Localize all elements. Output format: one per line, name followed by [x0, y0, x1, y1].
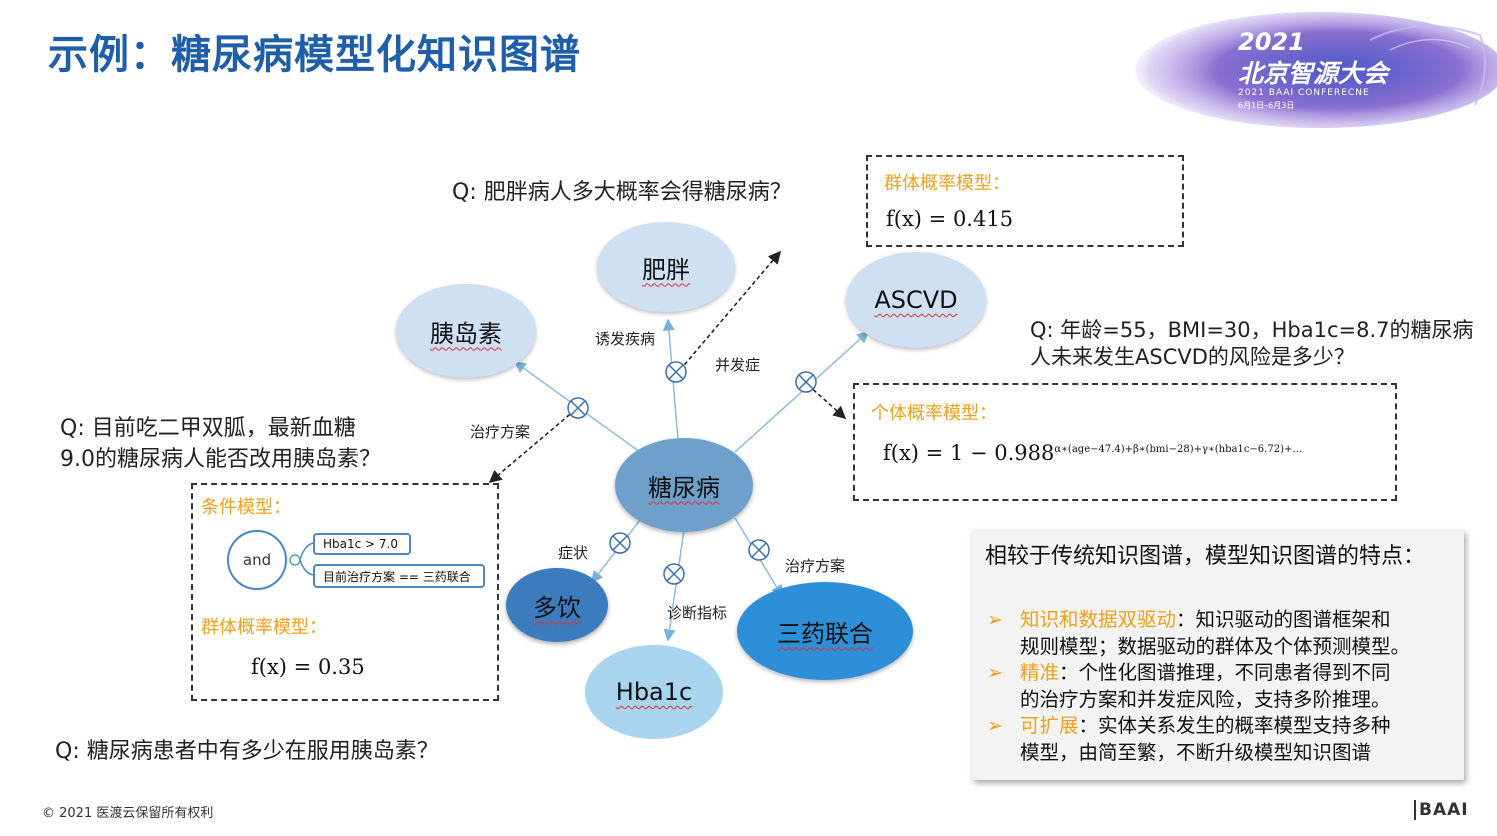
footer-copyright: © 2021 医渡云保留所有权利: [42, 806, 214, 821]
node-obesity[interactable]: 肥胖: [597, 222, 735, 312]
feature-item-1-line1: 知识和数据双驱动：知识驱动的图谱框架和: [1020, 608, 1391, 631]
conference-logo: [1135, 12, 1497, 128]
features-panel: [972, 530, 1464, 780]
condition-connector: [227, 530, 316, 590]
edge-model-icon[interactable]: [663, 563, 685, 585]
bullet-arrow-icon: ➢: [987, 714, 1004, 737]
feature-item-3-line2: 模型，由简至繁，不断升级模型知识图谱: [1020, 741, 1372, 764]
node-ascvd[interactable]: ASCVD: [846, 252, 986, 348]
edge-model-icon[interactable]: [748, 539, 770, 561]
group-model-formula: f(x) = 0.415: [886, 207, 1014, 231]
condition-treatment: 目前治疗方案 == 三药联合: [313, 564, 485, 588]
edge-model-icon[interactable]: [609, 532, 631, 554]
logo-subtitle: 2021 BAAI CONFERECNE: [1238, 88, 1370, 98]
relation-symptom: 症状: [558, 544, 589, 562]
node-triple-therapy[interactable]: 三药联合: [737, 582, 913, 680]
node-insulin[interactable]: 胰岛素: [396, 284, 536, 378]
bullet-arrow-icon: ➢: [987, 661, 1004, 684]
feature-item-3-line1: 可扩展：实体关系发生的概率模型支持多种: [1020, 714, 1391, 737]
logo-year: 2021: [1238, 28, 1305, 56]
condition-model-label: 条件模型：: [201, 497, 291, 518]
feature-item-1-line2: 规则模型；数据驱动的群体及个体预测模型。: [1020, 635, 1411, 658]
condition-hba1c: Hba1c > 7.0: [313, 533, 411, 555]
feature-item-2-line2: 的治疗方案和并发症风险，支持多阶推理。: [1020, 688, 1391, 711]
group-model-formula: f(x) = 0.35: [251, 655, 365, 679]
relation-treatment-right: 治疗方案: [785, 557, 846, 575]
relation-complication: 并发症: [715, 356, 761, 374]
edge-model-icon[interactable]: [665, 361, 687, 383]
and-node: and: [242, 551, 272, 569]
feature-item-2-line1: 精准：个性化图谱推理，不同患者得到不同: [1020, 661, 1391, 684]
group-model-label: 群体概率模型：: [884, 173, 1010, 194]
individual-model-formula: f(x) = 1 − 0.988α∗(age−47.4)+β∗(bmi−28)+…: [883, 441, 1303, 465]
edge-model-icon[interactable]: [567, 397, 589, 419]
node-hba1c[interactable]: Hba1c: [585, 645, 723, 739]
individual-model-label: 个体概率模型：: [871, 403, 997, 424]
footer-brand-logo: BAAI: [1414, 800, 1469, 820]
edge-model-icon[interactable]: [795, 371, 817, 393]
question-insulin-line2: 9.0的糖尿病人能否改用胰岛素？: [60, 447, 381, 472]
relation-treatment-left: 治疗方案: [470, 423, 531, 441]
question-obesity: Q: 肥胖病人多大概率会得糖尿病？: [452, 180, 792, 205]
page-title: 示例：糖尿病模型化知识图谱: [48, 32, 581, 78]
question-insulin-line1: Q: 目前吃二甲双胍，最新血糖: [60, 416, 356, 441]
question-population: Q: 糖尿病患者中有多少在服用胰岛素？: [55, 739, 439, 764]
logo-name: 北京智源大会: [1238, 59, 1389, 88]
bullet-arrow-icon: ➢: [987, 608, 1004, 631]
features-heading: 相较于传统知识图谱，模型知识图谱的特点：: [985, 544, 1426, 569]
node-diabetes[interactable]: 糖尿病: [615, 438, 753, 532]
logo-dates: 6月1日–6月3日: [1238, 101, 1295, 110]
relation-induce: 诱发疾病: [595, 330, 656, 348]
node-polydipsia[interactable]: 多饮: [506, 568, 608, 642]
question-ascvd-line1: Q: 年龄=55，BMI=30，Hba1c=8.7的糖尿病: [1030, 318, 1474, 342]
condition-model-box: 条件模型： and Hba1c > 7.0 目前治疗方案 == 三药联合 群体概…: [191, 483, 499, 701]
individual-model-exponent: α∗(age−47.4)+β∗(bmi−28)+γ∗(hba1c−6.72)+…: [1054, 444, 1303, 455]
question-ascvd-line2: 人未来发生ASCVD的风险是多少？: [1030, 345, 1355, 369]
individual-model-box: 个体概率模型： f(x) = 1 − 0.988α∗(age−47.4)+β∗(…: [853, 383, 1397, 501]
group-model-box-top: 群体概率模型： f(x) = 0.415: [866, 155, 1184, 247]
group-model-label: 群体概率模型：: [201, 617, 327, 638]
relation-diagnosis: 诊断指标: [667, 604, 728, 622]
